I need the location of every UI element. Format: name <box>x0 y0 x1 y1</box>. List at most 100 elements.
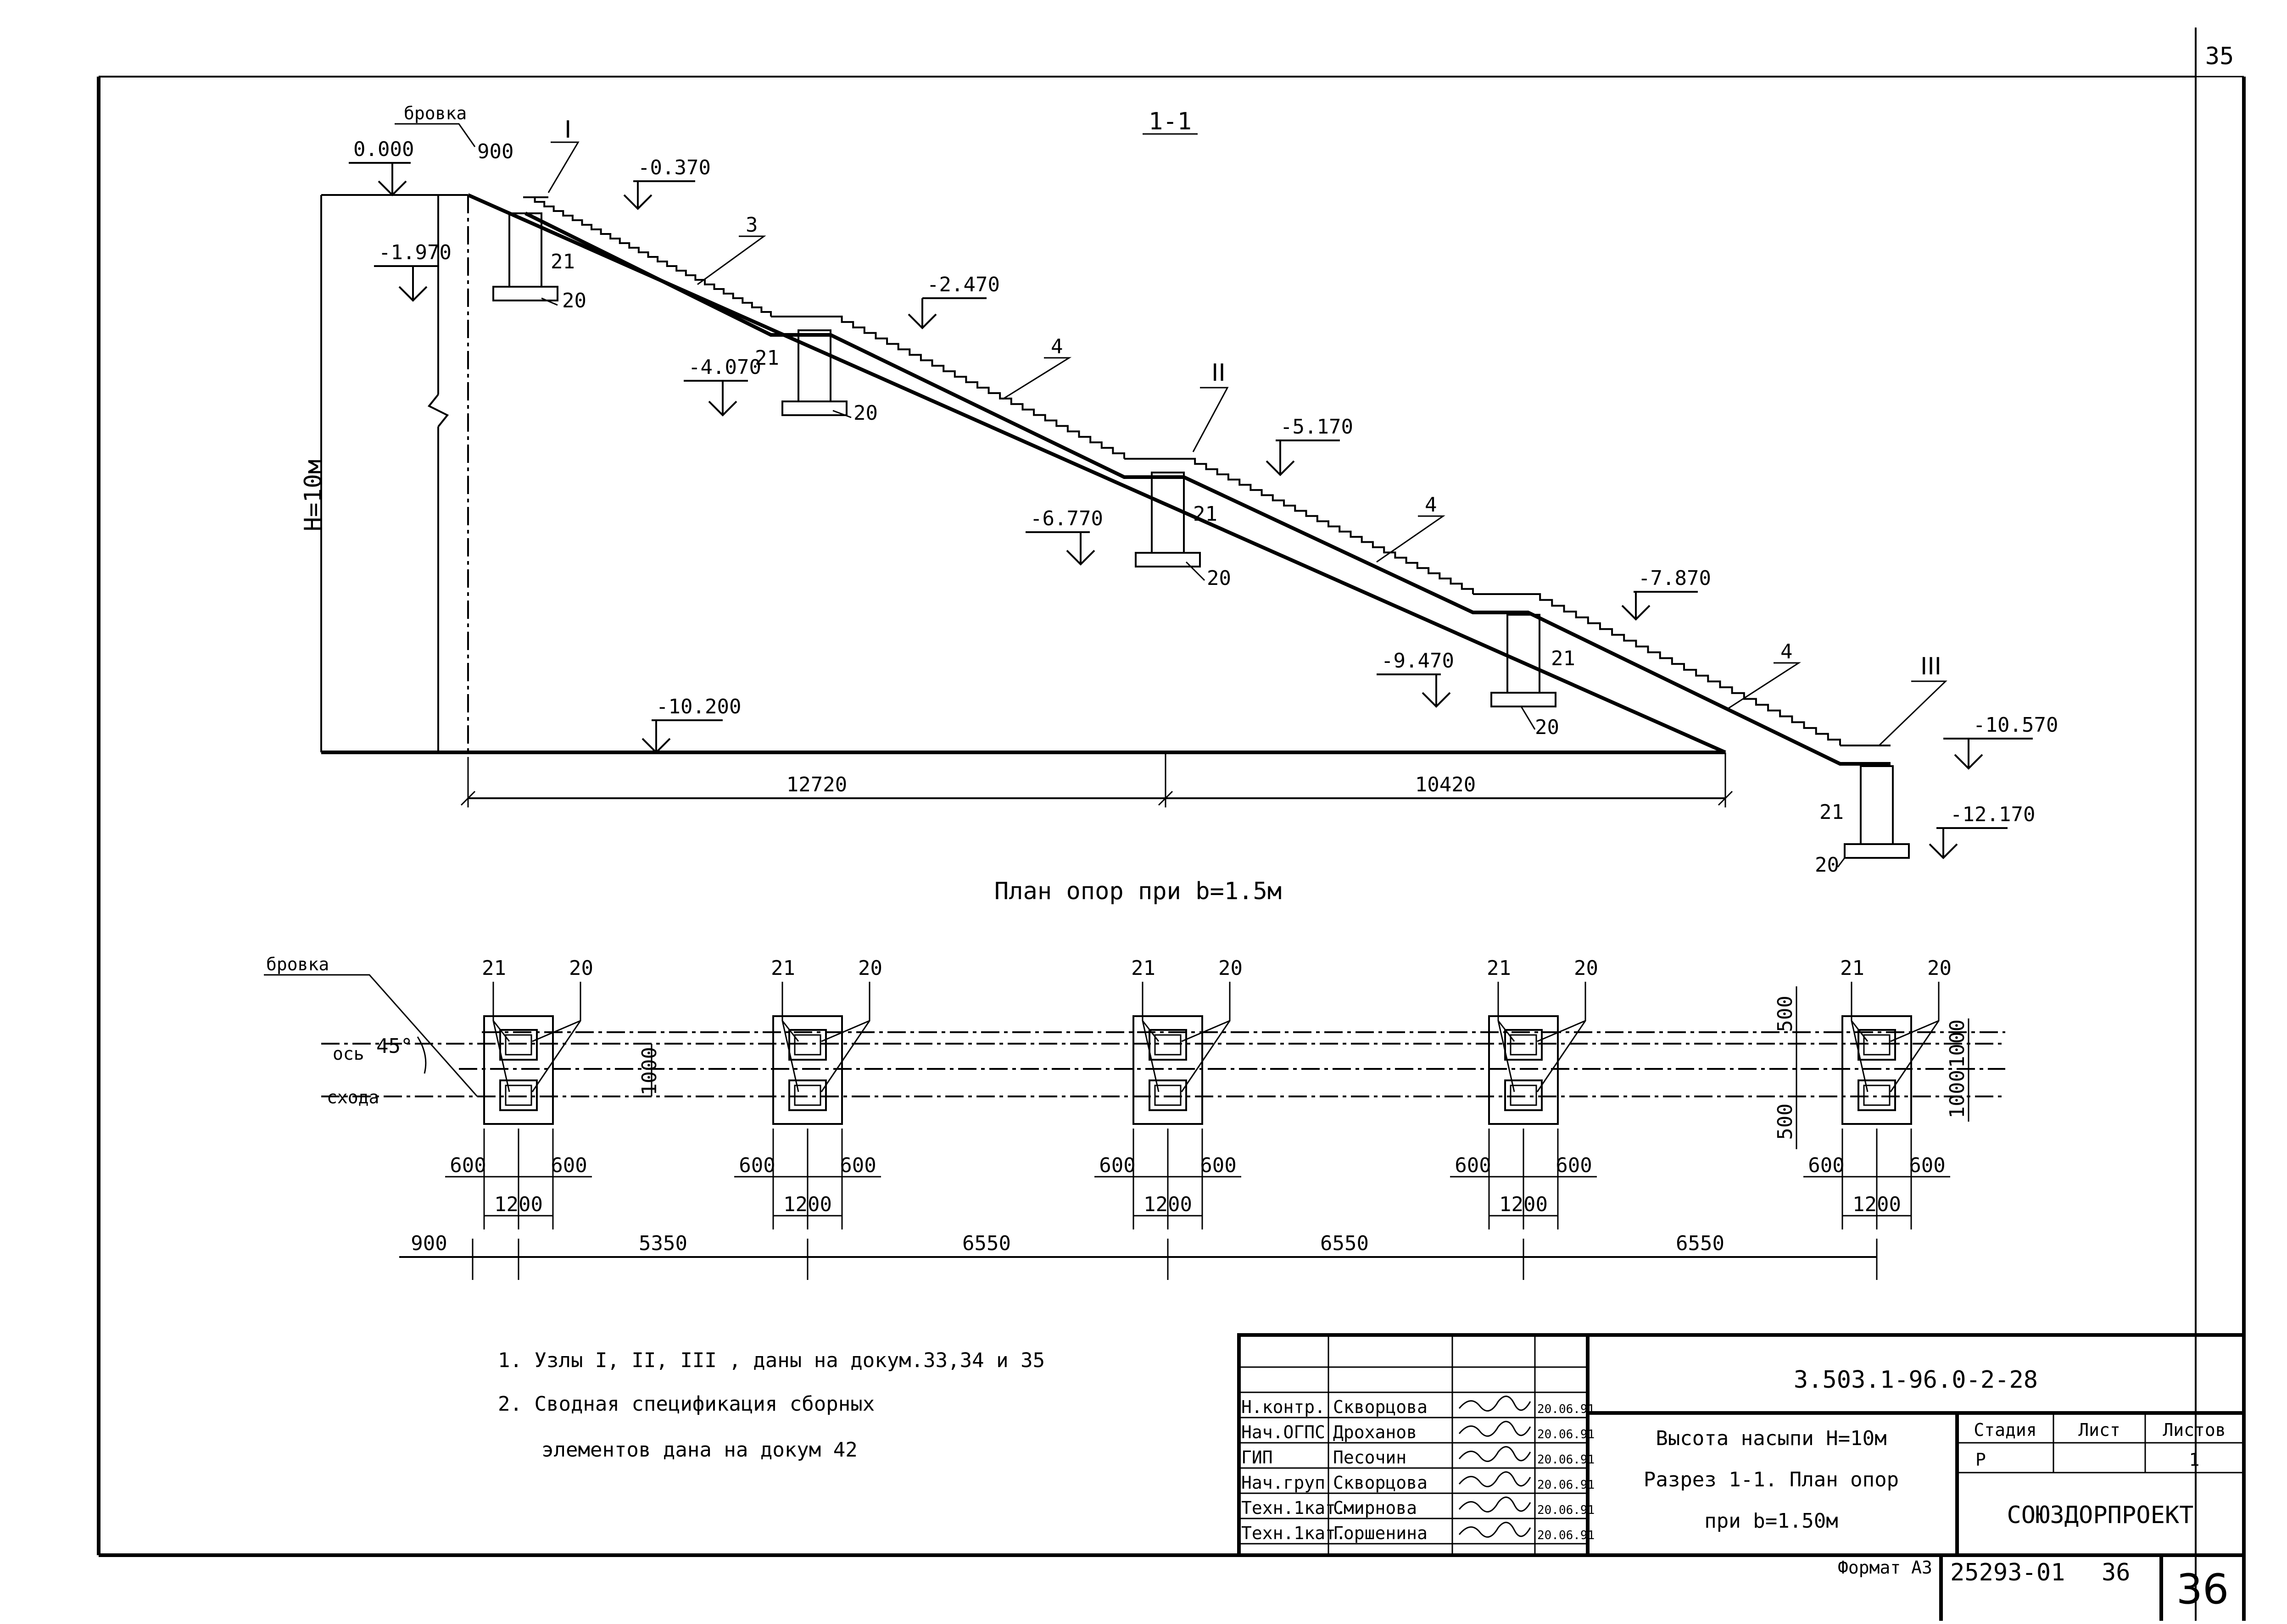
title-block: 3.503.1-96.0-2-28 Высота насыпи H=10м Ра… <box>1237 1333 2246 1557</box>
tb-date: 20.06.91 <box>1537 1503 1595 1517</box>
plan-edge-label: бровка <box>266 954 329 974</box>
plan-spacing-ticks <box>472 1239 1878 1280</box>
plan-dim-1000-top: 1000 <box>1946 1019 1969 1068</box>
stair-flight-1 <box>525 196 772 317</box>
plan-callout-footing: 20 <box>1218 957 1243 980</box>
signature-mark <box>1458 1522 1531 1538</box>
post-bottom-inner <box>1510 1085 1537 1106</box>
plan-dim-side-right: 600 <box>1556 1154 1592 1177</box>
height-label: H=10м <box>300 460 327 532</box>
plan-dim-side-right: 600 <box>1909 1154 1945 1177</box>
plan-spacing-6550-3: 6550 <box>1676 1232 1724 1255</box>
organization: СОЮЗДОРПРОЕКТ <box>2007 1502 2194 1529</box>
sheet-header: Лист <box>2078 1420 2120 1440</box>
sheet-format: Формат А3 <box>1838 1557 1932 1578</box>
callout-flight-3: 4 <box>1780 640 1793 663</box>
stair-flight-4 <box>1528 593 1841 745</box>
callout-flight-2: 4 <box>1425 493 1437 517</box>
plan-dim-side-left: 600 <box>1455 1154 1491 1177</box>
stair-underside <box>524 211 1891 766</box>
node-label-2: II <box>1211 359 1226 387</box>
plan-spacing-5350: 5350 <box>639 1232 687 1255</box>
callout-footing-4: 20 <box>1535 716 1559 739</box>
plan-dim-500-bottom: 500 <box>1774 1103 1797 1140</box>
plan-spacing-6550-2: 6550 <box>1320 1232 1369 1255</box>
plan-dim-side-right: 600 <box>1200 1154 1236 1177</box>
stage-header: Стадия <box>1974 1420 2036 1440</box>
plan-title: План опор при b=1.5м <box>994 878 1282 905</box>
elev-6: -6.770 <box>1030 507 1103 530</box>
leader-post <box>1497 982 1515 1092</box>
supports-section <box>492 212 1910 859</box>
tb-date: 20.06.91 <box>1537 1478 1595 1492</box>
stair-steps <box>523 196 1891 746</box>
callout-footing-2: 20 <box>853 401 878 425</box>
plan-dim-1000-bottom: 1000 <box>1946 1070 1969 1118</box>
section-1-1: 1-1 H=10м 0.000 <box>300 103 2058 877</box>
plan-dim-width: 1200 <box>1499 1193 1548 1216</box>
plan-spacing-6550-1: 6550 <box>962 1232 1011 1255</box>
plan-dim-width: 1200 <box>1852 1193 1901 1216</box>
tb-name: Песочин <box>1333 1447 1406 1468</box>
note-3: элементов дана на докум 42 <box>541 1438 858 1462</box>
leader-post <box>492 982 510 1092</box>
tb-role: Нач.груп <box>1241 1473 1325 1493</box>
leader-footing <box>531 982 581 1092</box>
inventory-page: 36 <box>2102 1559 2131 1586</box>
leader-footing <box>1890 982 1940 1092</box>
signature-mark <box>1458 1396 1531 1412</box>
signature-mark <box>1458 1496 1531 1513</box>
post-bottom <box>1149 1079 1187 1111</box>
post-top <box>1504 1029 1543 1061</box>
section-dim-12720: 12720 <box>787 773 847 796</box>
tb-date: 20.06.91 <box>1537 1402 1595 1416</box>
leader-footing <box>1536 982 1586 1092</box>
post-top-inner <box>1154 1034 1182 1056</box>
post-bottom <box>1504 1079 1543 1111</box>
elev-5: -5.170 <box>1280 415 1353 439</box>
description-line-3: при b=1.50м <box>1704 1509 1838 1533</box>
tb-date: 20.06.91 <box>1537 1529 1595 1542</box>
plan-callout-post: 21 <box>1840 957 1864 980</box>
footing-outline <box>1488 1015 1559 1125</box>
tb-date: 20.06.91 <box>1537 1453 1595 1467</box>
plan-dim-1000: 1000 <box>638 1047 661 1096</box>
node-label-1: I <box>564 116 571 144</box>
plan-callout-footing: 20 <box>1574 957 1598 980</box>
callout-post-5: 21 <box>1819 801 1844 824</box>
post-bottom-inner <box>1154 1085 1182 1106</box>
post-bottom-inner <box>794 1085 821 1106</box>
callout-footing-1: 20 <box>562 289 586 312</box>
post-bottom <box>499 1079 538 1111</box>
tb-name: Скворцова <box>1333 1397 1428 1417</box>
inventory-number: 25293-01 <box>1950 1559 2065 1586</box>
stair-flight-2 <box>831 316 1125 459</box>
elev-9: -10.200 <box>656 695 741 718</box>
callout-post-2: 21 <box>755 346 779 370</box>
elev-11: -12.170 <box>1950 803 2035 826</box>
node-label-3: III <box>1920 653 1941 680</box>
plan-dim-width: 1200 <box>1144 1193 1192 1216</box>
plan-dim-side-right: 600 <box>551 1154 587 1177</box>
elev-7: -7.870 <box>1638 567 1711 590</box>
elev-8: -9.470 <box>1381 649 1454 673</box>
leader-footing <box>820 982 870 1092</box>
plan-callout-post: 21 <box>482 957 506 980</box>
elev-0: 0.000 <box>353 138 414 161</box>
signature-mark <box>1458 1446 1531 1462</box>
plan-callout-footing: 20 <box>858 957 882 980</box>
plan-dim-width: 1200 <box>783 1193 832 1216</box>
tb-name: Горшенина <box>1333 1523 1428 1543</box>
post-top-inner <box>1510 1034 1537 1056</box>
post-bottom <box>1857 1079 1896 1111</box>
notes: 1. Узлы I, II, III , даны на докум.33,34… <box>498 1349 1045 1462</box>
tb-role: Техн.1кат. <box>1241 1498 1346 1518</box>
post-top <box>1149 1029 1187 1061</box>
post-top <box>499 1029 538 1061</box>
stage-value: Р <box>1975 1450 1986 1470</box>
tb-role: Техн.1кат. <box>1241 1523 1346 1543</box>
